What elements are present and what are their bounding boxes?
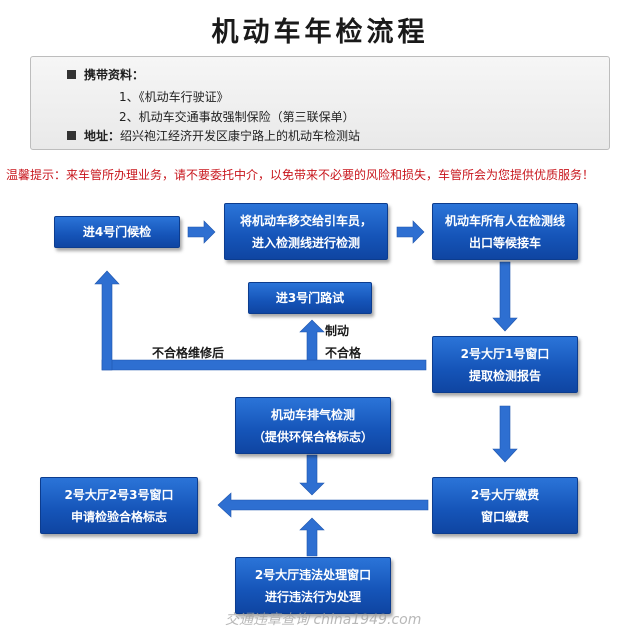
arrow-down-icon (299, 454, 325, 496)
step-text: 机动车所有人在检测线 (444, 213, 565, 228)
bring-item-2: 2、机动车交通事故强制保险（第三联保单） (119, 110, 355, 124)
address-value: 绍兴袍江经济开发区康宁路上的机动车检测站 (120, 129, 361, 143)
step-exhaust-test: 机动车排气检测 （提供环保合格标志） (235, 397, 391, 454)
arrow-down-icon (492, 405, 518, 463)
bring-materials-label: 携带资料： (84, 68, 145, 82)
arrow-down-icon (492, 261, 518, 332)
arrow-up-icon (299, 319, 325, 361)
arrow-up-icon (299, 517, 325, 557)
step-text: 进3号门路试 (275, 291, 345, 305)
step-text: 进4号门候检 (82, 225, 152, 239)
step-owner-wait: 机动车所有人在检测线 出口等候接车 (432, 203, 578, 260)
label-fail: 不合格 (325, 346, 362, 360)
arrow-right-icon (396, 220, 425, 244)
step-text: 进行违法行为处理 (264, 589, 361, 604)
return-line (101, 359, 427, 371)
arrow-up-icon (94, 270, 120, 371)
address-row: 地址：绍兴袍江经济开发区康宁路上的机动车检测站 (67, 127, 360, 144)
address-label: 地址： (84, 129, 121, 143)
step-hall2-violation: 2号大厅违法处理窗口 进行违法行为处理 (235, 557, 391, 614)
step-text: 2号大厅违法处理窗口 (254, 567, 372, 582)
step-gate3-road-test: 进3号门路试 (248, 282, 372, 314)
bullet-icon (67, 131, 76, 140)
step-text: 窗口缴费 (480, 509, 529, 524)
bring-item-1: 1、《机动车行驶证》 (119, 90, 229, 104)
step-text: 2号大厅缴费 (470, 487, 540, 502)
watermark: 交通违章查询 china1949.com (225, 612, 422, 628)
step-text: 进入检测线进行检测 (251, 235, 360, 250)
arrow-right-icon (187, 220, 216, 244)
info-panel: 携带资料： 1、《机动车行驶证》 2、机动车交通事故强制保险（第三联保单） 地址… (30, 56, 610, 150)
step-text: 申请检验合格标志 (70, 509, 167, 524)
step-hall2-window3: 2号大厅2号3号窗口 申请检验合格标志 (40, 477, 198, 534)
page-title: 机动车年检流程 (211, 17, 429, 48)
step-text: （提供环保合格标志） (252, 429, 373, 444)
notice-text: 温馨提示：来车管所办理业务，请不要委托中介，以免带来不必要的风险和损失，车管所会… (6, 168, 595, 182)
step-text: 出口等候接车 (468, 235, 541, 250)
step-text: 将机动车移交给引车员， (239, 213, 372, 228)
step-text: 2号大厅1号窗口 (460, 346, 550, 361)
step-text: 机动车排气检测 (270, 407, 355, 422)
step-hall2-window1: 2号大厅1号窗口 提取检测报告 (432, 336, 578, 393)
label-fail-repair: 不合格维修后 (152, 346, 225, 360)
bring-materials-row: 携带资料： (67, 66, 144, 83)
step-gate4-wait: 进4号门候检 (54, 216, 180, 248)
step-text: 2号大厅2号3号窗口 (64, 487, 174, 502)
arrow-left-icon (217, 492, 429, 518)
step-hall2-payment: 2号大厅缴费 窗口缴费 (432, 477, 578, 534)
step-text: 提取检测报告 (468, 368, 541, 383)
step-hand-over: 将机动车移交给引车员， 进入检测线进行检测 (224, 203, 388, 260)
label-brake: 制动 (325, 324, 350, 338)
bullet-icon (67, 70, 76, 79)
